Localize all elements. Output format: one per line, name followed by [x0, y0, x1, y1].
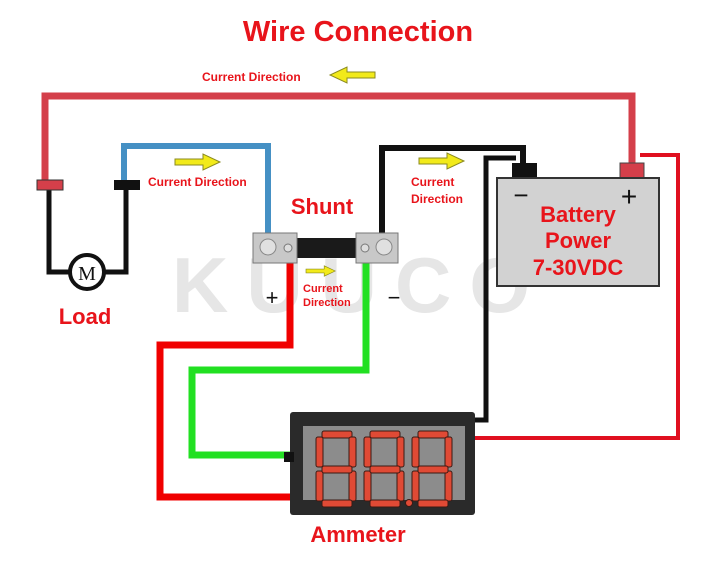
battery-power-label: Power: [545, 228, 611, 253]
current-direction-label-load: Current Direction: [148, 175, 247, 189]
battery-minus-sign: −: [513, 180, 528, 210]
ammeter: [284, 412, 475, 515]
arrow-right-icon: [174, 153, 221, 171]
digit-segment: [444, 436, 453, 468]
seven-segment-display: [315, 430, 453, 508]
svg-text:M: M: [78, 263, 96, 285]
digit-segment: [369, 430, 401, 439]
digit-segment: [396, 436, 405, 468]
arrow-right-icon: [418, 152, 465, 170]
digit-segment: [321, 499, 353, 508]
current-direction-label-battery: Current: [411, 175, 454, 189]
digit-segment: [417, 430, 449, 439]
wire-red-top: [41, 92, 636, 180]
wire-black-shunt: [379, 145, 526, 234]
shunt: [252, 232, 399, 264]
ammeter-label: Ammeter: [310, 522, 406, 547]
digit-segment: [348, 470, 357, 502]
shunt-minus-sign: −: [388, 285, 401, 310]
digit-segment: [363, 470, 372, 502]
decimal-point: [405, 499, 413, 507]
digit-segment: [363, 436, 372, 468]
shunt-label: Shunt: [291, 194, 354, 219]
current-direction-label-shunt: Current: [303, 283, 343, 295]
diagram-title: Wire Connection: [243, 16, 473, 48]
digit-segment: [444, 470, 453, 502]
digit-segment: [321, 430, 353, 439]
digit-segment: [417, 499, 449, 508]
load-terminal-red: [36, 179, 64, 191]
current-direction-label-top: Current Direction: [202, 70, 301, 84]
load-terminal-black: [114, 180, 140, 190]
digit-segment: [411, 436, 420, 468]
wire-black-meter: [470, 155, 516, 423]
digit-segment: [369, 465, 401, 474]
wire-load-left: [46, 190, 70, 275]
wire-load-right: [104, 190, 129, 275]
battery-plus-sign: +: [621, 181, 637, 212]
battery-voltage-label: 7-30VDC: [533, 255, 624, 280]
digit-segment: [396, 470, 405, 502]
digit-segment: [411, 470, 420, 502]
load-label: Load: [59, 304, 112, 329]
arrow-left-icon: [329, 66, 376, 84]
digit-segment: [315, 470, 324, 502]
digit-segment: [369, 499, 401, 508]
motor-icon: M: [68, 253, 106, 291]
current-direction-label-battery-2: Direction: [411, 192, 463, 206]
current-direction-label-shunt-2: Direction: [303, 297, 351, 309]
digit-segment: [417, 465, 449, 474]
wire-red-meter: [472, 153, 680, 440]
wire-green-shunt-minus: [188, 262, 370, 459]
wire-red-shunt-plus: [156, 262, 294, 501]
wire-blue: [121, 143, 271, 234]
battery: [496, 162, 660, 287]
battery-label: Battery: [540, 202, 617, 227]
shunt-plus-sign: +: [266, 285, 279, 310]
digit-segment: [348, 436, 357, 468]
digit-segment: [321, 465, 353, 474]
digit-segment: [315, 436, 324, 468]
